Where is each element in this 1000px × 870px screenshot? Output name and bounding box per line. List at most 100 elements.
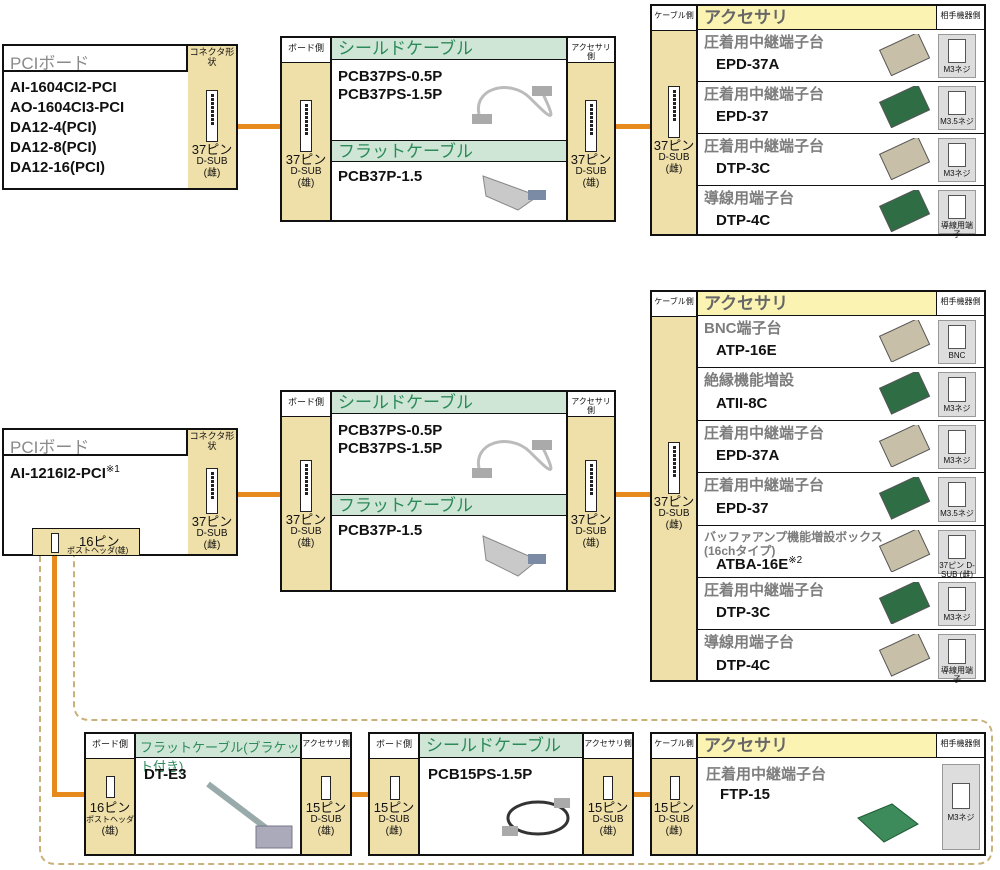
pcb15-product: PCB15PS-1.5P — [428, 766, 533, 783]
dsub-connector-icon — [668, 86, 680, 138]
accessory-row: 圧着用中継端子台 DTP-3C M3ネジ — [698, 133, 984, 185]
accessory-model: ATII-8C — [716, 394, 768, 412]
accessory-name: 圧着用中継端子台 — [704, 477, 825, 495]
connector-line — [352, 792, 368, 797]
partner-side-label: 相手機器側 — [940, 297, 981, 306]
list-item: PCB37PS-0.5P — [338, 68, 443, 85]
dsub-connector-icon — [321, 776, 331, 800]
ftp-name: 圧着用中継端子台 — [706, 766, 827, 783]
flat-cable-image — [482, 175, 546, 211]
board-side-label: ボード側 — [282, 38, 330, 63]
flat-cable-title: フラットケーブル — [338, 496, 473, 515]
accessory-model: DTP-4C — [716, 656, 771, 674]
accessory-name: 圧着用中継端子台 — [704, 424, 825, 442]
accessory-name: 導線用端子台 — [704, 190, 795, 207]
accessory-name: 圧着用中継端子台 — [704, 86, 825, 103]
accessory-image — [878, 34, 931, 76]
dsub-connector-icon — [206, 90, 218, 142]
connector-line — [616, 492, 650, 497]
shield-cable-image — [472, 440, 553, 478]
accessory-image — [878, 424, 931, 468]
partner-device: M3ネジ — [938, 582, 976, 627]
screw-icon — [948, 39, 966, 63]
accessory-model: DTP-4C — [716, 212, 771, 229]
partner-device: M3.5ネジ — [938, 477, 976, 522]
accessory-name: 圧着用中継端子台 — [704, 34, 825, 51]
partner-device: 37ピン D-SUB (雌) — [938, 529, 976, 579]
dsub-connector-icon — [206, 468, 218, 514]
accessory-side-label: アクセサリ側 — [568, 392, 614, 417]
shield-products: PCB37PS-0.5P PCB37PS-1.5P — [338, 68, 442, 104]
flat-cable-header: フラットケーブル — [332, 494, 566, 516]
screw-icon — [952, 783, 970, 809]
accessory-side-label: アクセサリ側 — [568, 38, 614, 63]
board-side-label: ボード側 — [86, 734, 134, 759]
accessory-name: 圧着用中継端子台 — [704, 138, 825, 155]
shield-products: PCB37PS-0.5P PCB37PS-1.5P — [338, 422, 442, 458]
screw-icon — [948, 534, 966, 559]
list-item: DA12-4(PCI) — [10, 119, 97, 136]
accessory-model: EPD-37 — [716, 108, 769, 125]
posthead-16-sub: ポストヘッダ(雄) — [67, 546, 129, 555]
accessory-title: アクセサリ — [704, 294, 789, 313]
partner-device: M3ネジ — [938, 138, 976, 182]
dsub-connector-icon — [585, 460, 597, 512]
dsub-connector-icon — [668, 442, 680, 494]
screw-icon — [948, 91, 966, 115]
shield-cable-title: シールドケーブル — [338, 39, 473, 58]
accessory-name: 圧着用中継端子台 — [704, 582, 825, 599]
list-item: DA12-8(PCI) — [10, 139, 97, 156]
flat-cable-header: フラットケーブル — [332, 140, 566, 162]
connector-line — [634, 792, 650, 797]
list-item: PCB37PS-0.5P — [338, 422, 443, 439]
list-item: AI-1604CI2-PCI — [10, 79, 117, 96]
accessory-row: 絶縁機能増設 ATII-8C M3ネジ — [698, 367, 984, 419]
dte3-box: ボード側 16ピンポストヘッダ(雄) フラットケーブル(ブラケット付き) アクセ… — [84, 732, 352, 856]
accessory-image — [878, 529, 931, 572]
accessory-side-label: アクセサリ側 — [584, 734, 632, 759]
connector-type-label: コネクタ形 状 — [189, 431, 235, 451]
list-item: PCB37PS-1.5P — [338, 440, 443, 457]
accessory-model: DTP-3C — [716, 160, 771, 177]
partner-device: M3ネジ — [938, 372, 976, 417]
accessory-name: 絶縁機能増設 — [704, 372, 795, 390]
shield-cable-header: シールドケーブル — [332, 392, 566, 414]
dsub-connector-icon — [390, 776, 400, 800]
partner-device: M3ネジ — [938, 34, 976, 78]
cable-side-label: ケーブル側 — [652, 6, 696, 31]
accessory-header: アクセサリ — [698, 734, 936, 758]
connector-line — [616, 124, 650, 129]
ftp-image — [857, 803, 919, 843]
accessory-image — [878, 86, 931, 128]
accessory-image — [878, 138, 931, 180]
board-title: PCIボード — [10, 438, 90, 457]
connector-line — [52, 792, 84, 797]
pcb15-image — [502, 798, 570, 836]
dte3-product: DT-E3 — [144, 766, 187, 783]
partner-device: BNC — [938, 320, 976, 365]
partner-side-label: 相手機器側 — [940, 739, 981, 748]
